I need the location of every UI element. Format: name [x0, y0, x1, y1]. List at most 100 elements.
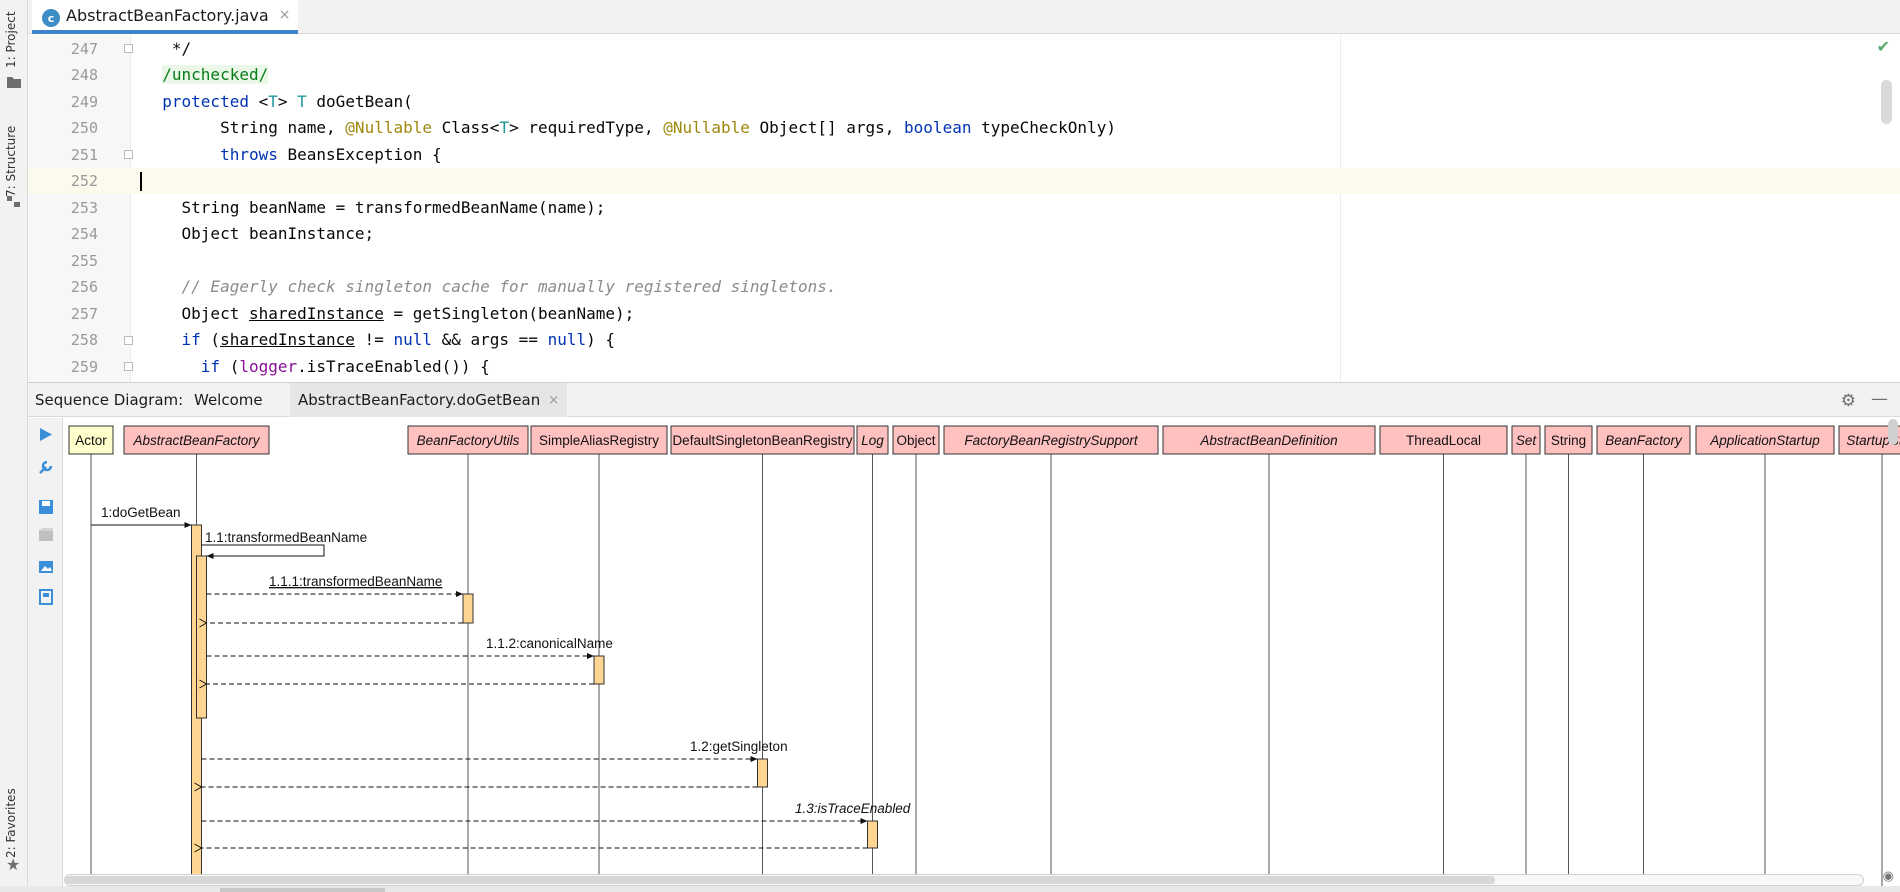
self-call-arrow — [201, 544, 325, 559]
fold-marker[interactable] — [124, 44, 133, 53]
editor-tab-abstractbeanfactory[interactable]: c AbstractBeanFactory.java × — [32, 0, 299, 34]
editor-tab-bar: c AbstractBeanFactory.java × — [28, 0, 1900, 34]
line-number: 255 — [70, 251, 98, 270]
line-number-gutter — [28, 35, 133, 382]
message-label: 1.2:getSingleton — [690, 739, 788, 754]
code-editor[interactable]: 247 */248 /unchecked/249 protected <T> T… — [28, 35, 1900, 382]
left-tool-strip: 1: Project 7: Structure 2: Favorites ★ — [0, 0, 28, 892]
image-export-icon[interactable] — [37, 558, 54, 575]
diagram-horizontal-scrollbar-thumb[interactable] — [65, 876, 1495, 884]
lifeline-label: BeanFactory — [1605, 433, 1683, 448]
wrench-icon[interactable] — [37, 458, 54, 475]
lifeline-label: String — [1551, 433, 1586, 448]
export-icon[interactable] — [37, 588, 54, 605]
diagram-vertical-scrollbar-thumb[interactable] — [1888, 419, 1898, 445]
favorites-tool-label: 2: Favorites — [4, 788, 18, 858]
tab-dogetbean-label: AbstractBeanFactory.doGetBean — [298, 391, 541, 409]
line-number: 249 — [70, 92, 98, 111]
code-text: /unchecked/ — [162, 65, 269, 84]
lifeline-header-box — [892, 425, 940, 455]
window-bottom-scrollbar-thumb[interactable] — [220, 888, 385, 892]
code-line[interactable]: 256 // Eagerly check singleton cache for… — [28, 274, 1900, 300]
structure-tool-button[interactable]: 7: Structure — [4, 115, 24, 197]
code-text: protected <T> T doGetBean( — [162, 91, 413, 111]
line-number: 252 — [70, 172, 98, 190]
code-line[interactable]: 248 /unchecked/ — [28, 62, 1900, 88]
code-line[interactable]: 257 Object sharedInstance = getSingleton… — [28, 301, 1900, 327]
lifeline-label: StartupStep — [1846, 433, 1900, 448]
close-icon[interactable]: × — [548, 392, 560, 408]
activation-bar — [757, 758, 768, 788]
editor-scrollbar-thumb[interactable] — [1881, 80, 1892, 124]
lifeline-header-box — [1162, 425, 1376, 455]
code-line[interactable]: 259 if (logger.isTraceEnabled()) { — [28, 354, 1900, 380]
message-label: 1.1:transformedBeanName — [205, 530, 367, 545]
activation-bar — [196, 555, 207, 719]
code-line[interactable]: 255 — [28, 248, 1900, 274]
gear-icon[interactable]: ⚙ — [1840, 391, 1856, 411]
code-text: // Eagerly check singleton cache for man… — [143, 277, 837, 296]
lifeline-label: BeanFactoryUtils — [417, 433, 520, 448]
lifeline-label: AbstractBeanFactory — [132, 433, 260, 448]
project-tool-label: 1: Project — [4, 11, 18, 68]
code-text: String name, @Nullable Class<T> required… — [143, 118, 1116, 137]
message-label: 1.3:isTraceEnabled — [795, 801, 911, 816]
code-text: Object sharedInstance = getSingleton(bea… — [143, 303, 635, 323]
line-number: 259 — [70, 357, 98, 376]
close-icon[interactable]: × — [278, 7, 291, 23]
play-icon[interactable] — [37, 426, 54, 443]
lifeline-header-box — [530, 425, 668, 455]
code-line[interactable]: 249 protected <T> T doGetBean( — [28, 89, 1900, 115]
window-bottom-scrollbar[interactable] — [0, 886, 1900, 892]
fold-marker[interactable] — [124, 362, 133, 371]
favorites-tool-button[interactable]: 2: Favorites — [4, 780, 24, 858]
code-text: if (logger.isTraceEnabled()) { — [200, 356, 490, 376]
tab-welcome[interactable]: Welcome — [186, 383, 271, 417]
code-line[interactable]: 258 if (sharedInstance != null && args =… — [28, 327, 1900, 353]
structure-icon — [7, 196, 20, 207]
lifeline-header-box — [856, 425, 889, 455]
fold-marker[interactable] — [124, 335, 133, 345]
code-line[interactable]: 253 String beanName = transformedBeanNam… — [28, 195, 1900, 221]
code-line[interactable]: 252 — [28, 168, 1900, 194]
minimize-icon[interactable]: — — [1871, 389, 1888, 409]
save-all-icon[interactable] — [37, 526, 54, 543]
fold-marker[interactable] — [124, 150, 133, 159]
message-label: 1.1.1:transformedBeanName — [269, 574, 442, 589]
right-margin-guide — [1340, 35, 1341, 382]
lifeline-header-box — [943, 425, 1159, 455]
editor-tab-label: AbstractBeanFactory.java — [66, 5, 269, 25]
eye-icon[interactable]: ◉ — [1882, 869, 1894, 884]
line-number: 254 — [70, 225, 98, 243]
code-text: String beanName = transformedBeanName(na… — [143, 197, 606, 217]
code-line[interactable]: 247 */ — [28, 36, 1900, 62]
code-line[interactable]: 251 throws BeansException { — [28, 142, 1900, 168]
activation-bar — [462, 593, 474, 624]
code-text: */ — [143, 38, 192, 58]
text-caret — [140, 172, 142, 191]
save-icon[interactable] — [37, 498, 54, 515]
java-class-icon: c — [42, 9, 60, 27]
project-tool-button[interactable]: 1: Project — [4, 6, 24, 68]
lifeline-header-box — [670, 425, 855, 455]
folder-icon — [7, 77, 21, 88]
lifeline-header-box — [1596, 425, 1691, 455]
sequence-diagram-panel: Sequence Diagram: Welcome AbstractBeanFa… — [28, 382, 1900, 892]
code-line[interactable]: 254 Object beanInstance; — [28, 221, 1900, 247]
lifeline-label: Set — [1516, 433, 1538, 448]
line-number: 257 — [70, 304, 98, 323]
lifeline-label: ApplicationStartup — [1709, 433, 1820, 448]
line-number: 256 — [70, 278, 98, 296]
message-label: 1.1.2:canonicalName — [486, 636, 613, 651]
lifeline-header-box — [1544, 425, 1593, 455]
lifeline-label: AbstractBeanDefinition — [1199, 433, 1337, 448]
code-line[interactable]: 250 String name, @Nullable Class<T> requ… — [28, 115, 1900, 141]
code-text: Object beanInstance; — [143, 224, 375, 243]
tab-dogetbean[interactable]: AbstractBeanFactory.doGetBean × — [290, 383, 568, 417]
lifeline-label: DefaultSingletonBeanRegistry — [672, 433, 852, 448]
diagram-horizontal-scrollbar[interactable] — [64, 874, 1864, 886]
inspection-ok-icon: ✔ — [1876, 37, 1890, 56]
lifeline-label: Object — [896, 433, 935, 448]
